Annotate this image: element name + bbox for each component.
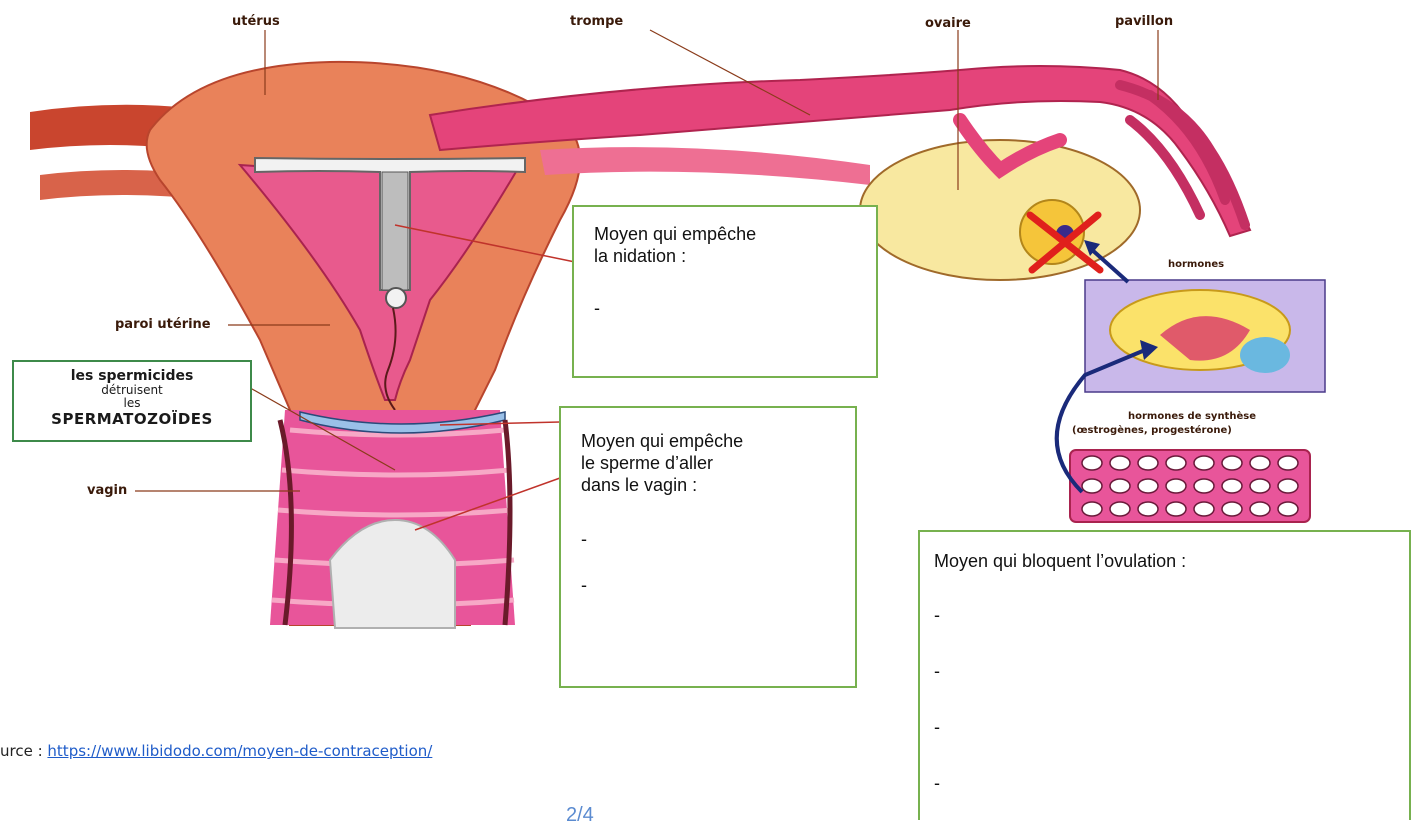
label-hormones-synth-1: hormones de synthèse xyxy=(1128,412,1256,422)
sperme-line1: Moyen qui empêche xyxy=(581,430,835,452)
sperme-line3: dans le vagin : xyxy=(581,474,835,496)
label-pavillon: pavillon xyxy=(1115,15,1173,28)
nidation-dash1: - xyxy=(594,297,856,319)
ovulation-dash4: - xyxy=(934,772,1395,794)
sperme-dash1: - xyxy=(581,528,835,550)
source-link[interactable]: https://www.libidodo.com/moyen-de-contra… xyxy=(47,742,432,760)
ovulation-dash3: - xyxy=(934,716,1395,738)
nidation-line2: la nidation : xyxy=(594,245,856,267)
spermicides-line4: SPERMATOZOÏDES xyxy=(14,410,250,428)
source-line: urce : https://www.libidodo.com/moyen-de… xyxy=(0,742,432,760)
sperme-line2: le sperme d’aller xyxy=(581,452,835,474)
label-paroi: paroi utérine xyxy=(115,318,211,331)
label-ovaire: ovaire xyxy=(925,17,971,30)
ovulation-title: Moyen qui bloquent l’ovulation : xyxy=(934,550,1395,572)
nidation-line1: Moyen qui empêche xyxy=(594,223,856,245)
label-uterus: utérus xyxy=(232,15,280,28)
spermicides-line1: les spermicides xyxy=(14,368,250,384)
sperme-dash2: - xyxy=(581,574,835,596)
spermicides-line3: les xyxy=(14,397,250,410)
label-hormones: hormones xyxy=(1168,260,1224,270)
label-trompe: trompe xyxy=(570,15,623,28)
box-nidation: Moyen qui empêche la nidation : - xyxy=(572,205,878,378)
label-vagin: vagin xyxy=(87,484,127,497)
spermicides-label: les spermicides détruisent les SPERMATOZ… xyxy=(12,360,252,442)
pill-pack xyxy=(1070,450,1310,522)
ovulation-dash2: - xyxy=(934,660,1395,682)
box-ovulation: Moyen qui bloquent l’ovulation : - - - - xyxy=(918,530,1411,820)
page-number: 2/4 xyxy=(566,804,594,827)
box-sperme: Moyen qui empêche le sperme d’aller dans… xyxy=(559,406,857,688)
label-hormones-synth-2: (œstrogènes, progestérone) xyxy=(1072,426,1232,436)
source-prefix: urce : xyxy=(0,742,47,760)
ovulation-dash1: - xyxy=(934,604,1395,626)
right-ligament xyxy=(540,147,870,185)
